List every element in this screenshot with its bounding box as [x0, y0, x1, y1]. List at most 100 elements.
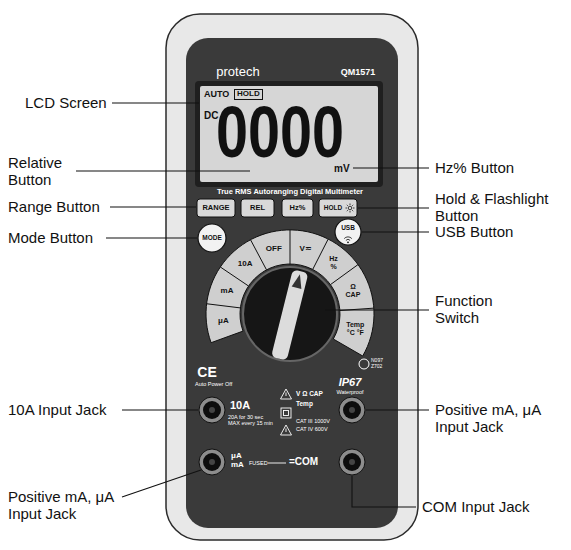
callout-label: Mode Button: [8, 229, 93, 246]
button-label: REL: [250, 204, 265, 213]
dial-ring: [251, 240, 267, 270]
input-jack: [343, 453, 361, 471]
flashlight-icon: [346, 204, 355, 213]
jack-label: 10A: [230, 399, 250, 412]
leader-line: [358, 207, 429, 208]
input-jack: [199, 397, 225, 423]
ip-rating: Waterproof: [336, 389, 363, 395]
lcd-digits: 0000: [216, 96, 344, 168]
feature-note: Auto Power Off: [195, 381, 232, 387]
callout-label: Hz% Button: [435, 159, 514, 176]
dial-ring: [220, 267, 248, 286]
input-jack: [203, 453, 221, 471]
dial-label: mA: [221, 287, 234, 296]
input-jack: [343, 401, 361, 419]
input-jack: [349, 407, 355, 413]
ip-rating: IP67: [339, 376, 362, 389]
meter-housing: [166, 14, 418, 540]
spec-text: CAT IV 600V: [296, 426, 328, 432]
button-row: [241, 199, 274, 217]
dial-label: Ω CAP: [342, 283, 364, 298]
dial-label: OFF: [266, 245, 282, 254]
button-row: [319, 199, 357, 217]
meter-housing: [166, 14, 418, 540]
callout-label: USB Button: [435, 223, 513, 240]
button-label: USB: [341, 224, 355, 231]
warning-symbol: [281, 425, 292, 435]
button-label: MODE: [202, 234, 222, 241]
model-description: True RMS Autoranging Digital Multimeter: [217, 188, 363, 197]
certification-mark: CE: [197, 364, 216, 380]
lcd-screen: [200, 86, 378, 182]
warning-symbol: [281, 389, 292, 399]
usb-button: [335, 219, 361, 245]
input-jack: [199, 397, 365, 475]
rotary-knob: [243, 267, 337, 361]
usb-button: [335, 219, 361, 245]
flashlight-icon: [346, 204, 355, 213]
input-jack: [339, 449, 365, 475]
dial-label: Hz %: [326, 255, 342, 270]
dial-ring: [290, 230, 291, 264]
leader-line: [353, 167, 429, 168]
callout-label: 10A Input Jack: [8, 401, 106, 418]
button-row: [282, 199, 313, 217]
input-jack: [339, 397, 365, 423]
warning-symbol: [268, 463, 286, 464]
warning-symbol: [286, 429, 287, 433]
leader-line: [112, 102, 199, 103]
button-label: HOLD: [324, 204, 342, 211]
leader-line: [122, 470, 201, 497]
warning-symbol: [281, 408, 291, 418]
warning-symbol: [286, 393, 287, 397]
button-label: Hz%: [290, 204, 306, 213]
dial-ring: [313, 239, 328, 269]
dial-label: 10A: [238, 260, 253, 269]
approval-logo: [359, 359, 369, 369]
usb-button: [344, 237, 352, 241]
callout-label: Positive mA, μA Input Jack: [435, 401, 567, 436]
input-jack: [199, 449, 225, 475]
leader-line: [325, 309, 429, 310]
mode-button: [198, 224, 226, 252]
spec-text: 20A for 30 sec MAX every 15 min: [228, 414, 276, 427]
jack-label: =COM: [289, 456, 318, 468]
lcd-unit: mV: [334, 163, 350, 175]
rotary-knob: [271, 269, 308, 360]
callout-label: Function Switch: [435, 292, 510, 327]
callout-label: Range Button: [8, 198, 100, 215]
warning-symbol: [284, 411, 289, 416]
jack-label: Temp: [296, 400, 313, 407]
leader-line: [122, 409, 198, 410]
rotary-knob: [243, 267, 337, 361]
dial-label: Temp °C °F: [343, 321, 367, 336]
rotary-knob: [271, 269, 308, 360]
flashlight-icon: [348, 206, 352, 210]
leader-line: [366, 409, 429, 410]
input-jack: [209, 459, 215, 465]
brand-name: protech: [216, 65, 259, 80]
callout-label: Hold & Flashlight Button: [435, 190, 567, 225]
callout-label: Relative Button: [8, 154, 78, 189]
input-jack: [209, 407, 215, 413]
usb-button: [347, 241, 349, 243]
dial-label: μA: [218, 317, 229, 326]
approval-logo: [359, 359, 369, 369]
approval-code: N097 Z702: [371, 358, 393, 370]
spec-text: FUSED: [249, 460, 268, 466]
dial-ring: [207, 304, 241, 308]
spec-text: CAT III 1000V: [296, 418, 330, 424]
dial-label: V≂: [300, 244, 312, 253]
button-row: [197, 199, 235, 217]
button-label: RANGE: [202, 204, 229, 213]
leader-line: [110, 206, 196, 207]
callout-label: LCD Screen: [25, 94, 107, 111]
model-number: QM1571: [341, 67, 376, 77]
leader-line: [362, 231, 429, 232]
jack-label: μA mA: [231, 451, 245, 469]
input-jack: [349, 459, 355, 465]
leader-line: [76, 170, 250, 171]
jack-label: V Ω CAP: [296, 390, 323, 397]
